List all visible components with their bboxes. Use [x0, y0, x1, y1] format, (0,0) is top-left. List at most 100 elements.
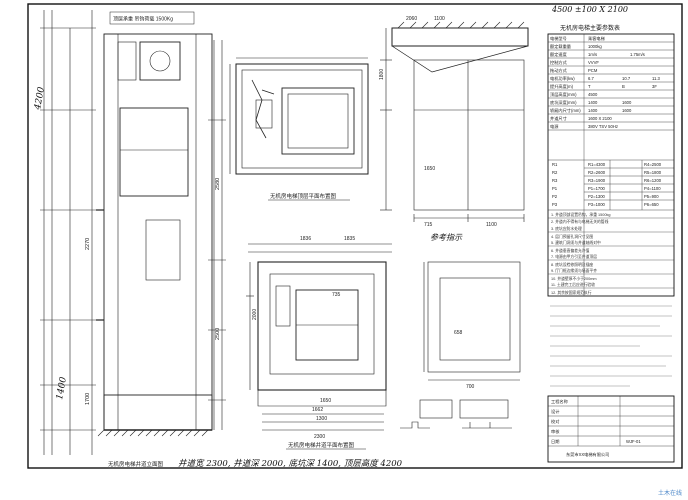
shaft-floor-plan: [246, 243, 392, 431]
svg-text:P3: P3: [552, 202, 558, 207]
svg-text:2270: 2270: [85, 238, 91, 250]
svg-text:P1=1700: P1=1700: [588, 186, 606, 191]
svg-text:日期: 日期: [551, 439, 559, 445]
svg-text:11.3: 11.3: [652, 76, 661, 81]
svg-text:额定载重量: 额定载重量: [550, 43, 571, 50]
svg-text:乘客电梯: 乘客电梯: [588, 35, 605, 42]
notes-block: [550, 305, 672, 387]
svg-text:设计: 设计: [551, 408, 559, 415]
svg-text:5. 建筑门洞须与井道轴线对中: 5. 建筑门洞须与井道轴线对中: [551, 240, 601, 245]
svg-text:T: T: [588, 84, 591, 89]
svg-text:P5=900: P5=900: [644, 194, 659, 199]
svg-text:VVVF: VVVF: [588, 60, 599, 65]
svg-text:P2=1300: P2=1300: [588, 194, 606, 199]
spec-table-title: 无机房电梯主要参数表: [560, 24, 620, 32]
spec-notes: 1. 井道顶部设置吊钩，承重 1500kg 2. 井道内不得有与电梯无关的管线 …: [551, 212, 611, 295]
svg-text:1836: 1836: [300, 236, 311, 242]
svg-text:P3=1000: P3=1000: [588, 202, 606, 207]
svg-text:7. 电源由甲方引至井道顶层: 7. 电源由甲方引至井道顶层: [551, 254, 597, 259]
svg-text:R4=2500: R4=2500: [644, 162, 662, 167]
svg-text:P6=650: P6=650: [644, 202, 659, 207]
handwritten-1400-left: 1400: [55, 376, 69, 401]
svg-text:额定速度: 额定速度: [550, 51, 568, 58]
svg-text:2000: 2000: [252, 309, 258, 320]
svg-text:4500: 4500: [588, 92, 598, 97]
svg-text:工程名称: 工程名称: [551, 398, 568, 405]
svg-text:1650: 1650: [424, 166, 435, 172]
svg-text:提升高度(m): 提升高度(m): [550, 83, 574, 90]
svg-text:1.75m/s: 1.75m/s: [630, 52, 645, 57]
svg-text:R1: R1: [552, 162, 558, 167]
svg-text:轿厢内尺寸(mm): 轿厢内尺寸(mm): [550, 107, 581, 114]
svg-text:1400: 1400: [588, 100, 598, 105]
svg-text:校对: 校对: [551, 418, 559, 425]
svg-text:1600 X 2100: 1600 X 2100: [588, 116, 612, 121]
svg-text:R2: R2: [552, 170, 558, 175]
svg-text:10. 井道壁厚不小于200mm: 10. 井道壁厚不小于200mm: [551, 276, 597, 281]
svg-text:715: 715: [424, 222, 433, 228]
svg-text:1600: 1600: [622, 108, 632, 113]
handwritten-4200-left: 4200: [33, 86, 47, 112]
top-floor-plan: [229, 57, 369, 175]
svg-text:1650: 1650: [320, 398, 331, 404]
svg-text:6.7: 6.7: [588, 76, 594, 81]
shaft-vertical-dims: 2270 2580 2500 1700: [85, 178, 221, 405]
svg-text:12. 其余按国家规范执行: 12. 其余按国家规范执行: [551, 290, 592, 295]
svg-text:R1=4300: R1=4300: [588, 162, 606, 167]
svg-text:B: B: [622, 84, 625, 89]
handwritten-shaft-summary: 井道宽 2300, 井道深 2000, 底坑深 1400, 顶层高度 4200: [178, 458, 403, 469]
svg-text:P2: P2: [552, 194, 558, 199]
svg-text:1662: 1662: [312, 407, 323, 413]
title-block: 工程名称 设计 校对 审核 日期 东莞市XX电梯有限公司 WJF-01: [547, 395, 675, 463]
svg-text:1800: 1800: [379, 69, 385, 80]
svg-text:2. 井道内不得有与电梯无关的管线: 2. 井道内不得有与电梯无关的管线: [551, 219, 609, 224]
svg-text:8. 底坑设检修照明及插座: 8. 底坑设检修照明及插座: [551, 262, 593, 267]
shaft-section-caption: 无机房电梯井道立面图: [108, 460, 164, 468]
svg-text:380V TSV 50Hz: 380V TSV 50Hz: [588, 124, 618, 129]
svg-text:电源: 电源: [550, 123, 559, 130]
svg-text:2060: 2060: [406, 16, 417, 22]
watermark-logo: 土木在线: [657, 491, 682, 497]
handwritten-corner: 4500 ±100 X 2100: [551, 5, 628, 14]
svg-text:1835: 1835: [344, 236, 355, 242]
svg-text:1700: 1700: [85, 393, 91, 405]
svg-text:1100: 1100: [486, 222, 497, 228]
svg-text:电梯型号: 电梯型号: [550, 35, 567, 42]
svg-text:2300: 2300: [314, 434, 325, 440]
svg-text:1000kg: 1000kg: [588, 44, 602, 49]
svg-text:R2=2600: R2=2600: [588, 170, 606, 175]
spec-table: 电梯型号 乘客电梯 额定载重量 1000kg 额定速度 1m/s 1.75m/s 控制方…: [547, 33, 675, 297]
top-plan-caption: 无机房电梯顶层平面布置图: [270, 192, 337, 200]
shaft-top-note: 顶层承重 吊钩荷载 1500Kg: [113, 16, 173, 23]
shaft-plan-caption: 无机房电梯井道平面布置图: [288, 441, 355, 449]
svg-text:1600: 1600: [622, 100, 632, 105]
svg-text:9. 厅门框边缘须与墙面平齐: 9. 厅门框边缘须与墙面平齐: [551, 268, 597, 273]
svg-text:1m/s: 1m/s: [588, 52, 597, 57]
svg-text:1. 井道顶部设置吊钩，承重 1500kg: 1. 井道顶部设置吊钩，承重 1500kg: [551, 212, 611, 217]
svg-text:R3: R3: [552, 178, 558, 183]
svg-text:10.7: 10.7: [622, 76, 631, 81]
svg-text:顶层高度(mm): 顶层高度(mm): [550, 91, 577, 98]
svg-text:电机功率(kw): 电机功率(kw): [550, 75, 575, 82]
sheet-border: [27, 3, 683, 469]
svg-text:3F: 3F: [652, 84, 657, 89]
svg-text:700: 700: [466, 384, 475, 390]
svg-text:1400: 1400: [588, 108, 598, 113]
shaft-section: [40, 10, 226, 455]
svg-text:658: 658: [454, 330, 463, 336]
right-top-section: [380, 21, 529, 222]
small-detail: [400, 261, 521, 429]
svg-text:R5=1800: R5=1800: [644, 170, 662, 175]
svg-text:底坑深度(mm): 底坑深度(mm): [550, 99, 577, 106]
svg-text:控制方式: 控制方式: [550, 59, 568, 66]
svg-text:735: 735: [332, 292, 341, 298]
handwritten-mid: 参考指示: [430, 233, 463, 242]
svg-text:11. 土建完工后应进行验收: 11. 土建完工后应进行验收: [551, 282, 595, 287]
svg-text:1100: 1100: [434, 16, 445, 22]
svg-text:2580: 2580: [215, 178, 221, 190]
svg-text:PCM: PCM: [588, 68, 598, 73]
svg-text:东莞市XX电梯有限公司: 东莞市XX电梯有限公司: [566, 451, 609, 458]
svg-text:P4=1100: P4=1100: [644, 186, 661, 191]
svg-text:拖动方式: 拖动方式: [550, 67, 568, 74]
